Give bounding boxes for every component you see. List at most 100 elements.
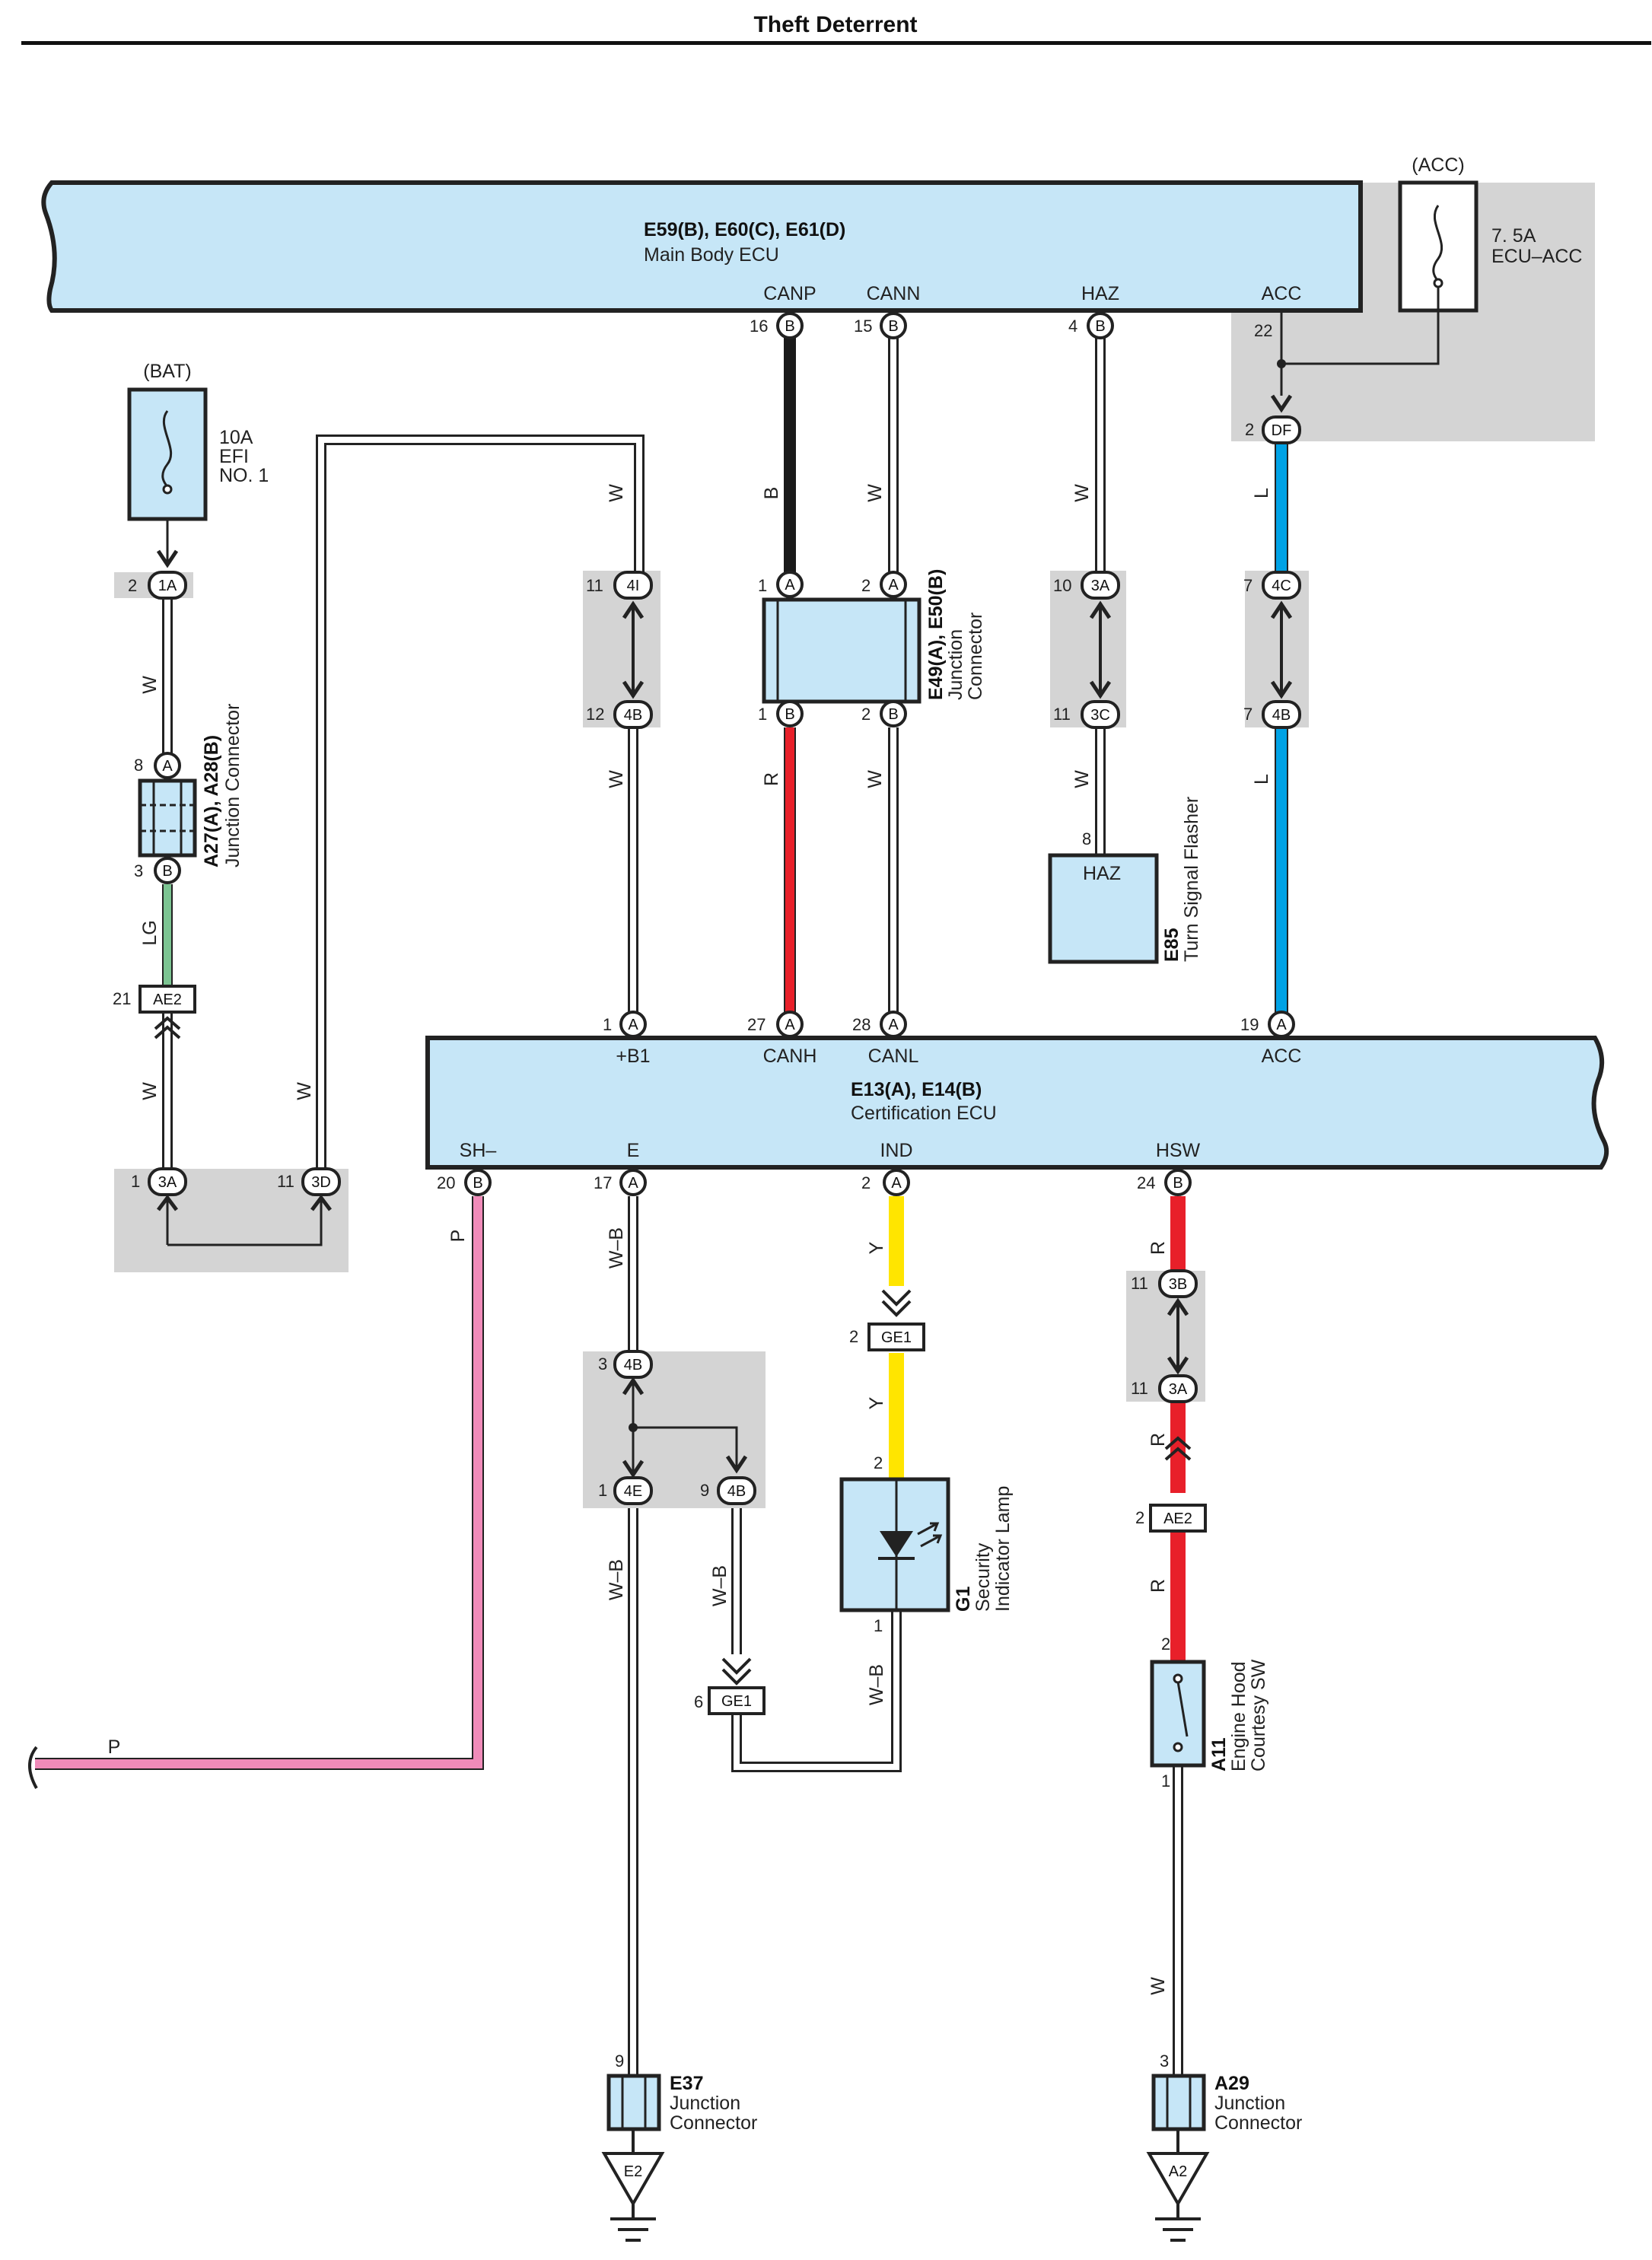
acc-arrow-icon xyxy=(1270,394,1293,413)
svg-text:21: 21 xyxy=(113,989,131,1008)
acc-splice-dot xyxy=(1277,359,1286,368)
pink-wire-break-icon xyxy=(28,1746,38,1789)
terminal-canp-label: CANP xyxy=(763,283,816,304)
wire-label-r-3a: R xyxy=(1147,1433,1169,1447)
wire-label-w-4b: W xyxy=(606,770,627,788)
svg-text:4B: 4B xyxy=(624,707,642,724)
ground-e2-icon xyxy=(601,2152,665,2207)
cert-terminal-canl-label: CANL xyxy=(868,1046,919,1067)
connector-df: 2 DF xyxy=(1245,415,1301,444)
connector-4b-ground-right: 9 4B xyxy=(700,1476,756,1505)
svg-text:AE2: AE2 xyxy=(1163,1510,1192,1527)
main-body-ecu-codes: E59(B), E60(C), E61(D) xyxy=(644,219,845,240)
connector-4i: 11 4I xyxy=(586,571,653,600)
svg-text:B: B xyxy=(1173,1175,1183,1192)
hood-switch-name2: Courtesy SW xyxy=(1248,1659,1269,1771)
svg-text:1: 1 xyxy=(603,1015,612,1034)
junction-a29-name2: Connector xyxy=(1214,2112,1302,2134)
connector-3c: 11 3C xyxy=(1053,700,1120,729)
svg-text:2: 2 xyxy=(874,1453,883,1472)
hood-switch-code: A11 xyxy=(1208,1737,1230,1771)
svg-text:B: B xyxy=(785,318,794,335)
svg-text:HAZ: HAZ xyxy=(1083,863,1121,884)
svg-text:B: B xyxy=(888,318,898,335)
engine-hood-courtesy-switch: 2 1 xyxy=(1150,1635,1206,1790)
svg-text:A: A xyxy=(785,577,795,594)
svg-text:9: 9 xyxy=(700,1481,709,1500)
cert-terminal-hsw-label: HSW xyxy=(1156,1140,1201,1161)
cert-ecu-pin-19: 19 A xyxy=(1240,1011,1295,1038)
svg-text:2: 2 xyxy=(1135,1508,1144,1527)
svg-text:3D: 3D xyxy=(311,1174,331,1191)
svg-text:B: B xyxy=(162,863,172,880)
security-lamp-name1: Security xyxy=(972,1542,994,1612)
wire-label-b-canp: B xyxy=(761,487,782,500)
svg-text:1: 1 xyxy=(131,1172,140,1191)
switch-icon xyxy=(1176,1681,1189,1737)
svg-text:B: B xyxy=(888,706,898,723)
security-lamp-code: G1 xyxy=(953,1587,974,1612)
svg-text:1: 1 xyxy=(758,705,767,724)
wire-label-w-cann: W xyxy=(864,484,886,502)
wire-label-y-lower: Y xyxy=(866,1396,887,1409)
junction-e49-e50: 1 A 2 A 1 B 2 B xyxy=(758,571,921,727)
connector-ae2-right: 2 AE2 xyxy=(1135,1436,1207,1533)
svg-text:4C: 4C xyxy=(1272,578,1291,594)
junction-a29: 3 A2 xyxy=(1146,2052,1210,2242)
wire-4b-split xyxy=(633,1426,738,1470)
svg-text:9: 9 xyxy=(615,2052,624,2071)
terminal-haz-label: HAZ xyxy=(1081,283,1119,304)
wire-label-w-bat: W xyxy=(139,676,161,694)
junction-a29-code: A29 xyxy=(1214,2073,1249,2094)
svg-text:B: B xyxy=(473,1175,482,1192)
connector-1a: 2 1A xyxy=(128,571,187,600)
svg-text:15: 15 xyxy=(854,317,872,336)
svg-text:A2: A2 xyxy=(1169,2163,1187,2180)
bat-fuse-box xyxy=(127,387,208,521)
bat-fuse-name1: EFI xyxy=(219,446,249,467)
wire-label-wb-lamp: W–B xyxy=(866,1664,887,1705)
connector-3b: 11 3B xyxy=(1131,1269,1198,1298)
main-ecu-pin-15: 15 B xyxy=(854,312,907,339)
connector-3a-haz: 10 3A xyxy=(1053,571,1120,600)
wire-label-r-canh: R xyxy=(761,772,782,786)
cert-ecu-pin-24: 24 B xyxy=(1137,1169,1192,1196)
certification-ecu-box xyxy=(425,1036,1609,1170)
double-arrow-3a-3c-icon xyxy=(1089,600,1112,699)
svg-text:4B: 4B xyxy=(727,1483,746,1500)
wire-label-r-ae2: R xyxy=(1147,1579,1169,1593)
wire-label-lg: LG xyxy=(139,920,161,945)
svg-text:2: 2 xyxy=(1161,1635,1170,1654)
svg-text:16: 16 xyxy=(750,317,768,336)
connector-3d: 11 3D xyxy=(277,1167,341,1222)
main-ecu-pin-4: 4 B xyxy=(1068,312,1114,339)
double-arrow-4i-4b-icon xyxy=(622,600,645,699)
wire-label-wb-ge1: W–B xyxy=(709,1565,731,1606)
svg-text:2: 2 xyxy=(861,705,871,724)
turn-flasher-code: E85 xyxy=(1161,928,1183,962)
bat-fuse-rating: 10A xyxy=(219,427,253,448)
wire-label-w-canl: W xyxy=(864,770,886,788)
connector-4e: 1 4E xyxy=(598,1476,653,1505)
svg-text:8: 8 xyxy=(134,756,143,775)
svg-text:10: 10 xyxy=(1053,576,1071,595)
acc-fuse-name: ECU–ACC xyxy=(1491,246,1582,267)
svg-text:2: 2 xyxy=(861,576,871,595)
wire-w-loop xyxy=(316,434,645,1169)
connector-3a-hsw: 11 3A xyxy=(1131,1374,1198,1403)
svg-text:2: 2 xyxy=(849,1327,858,1346)
hood-switch-name1: Engine Hood xyxy=(1228,1661,1249,1771)
svg-text:1: 1 xyxy=(874,1616,883,1635)
cert-ecu-name: Certification ECU xyxy=(851,1103,997,1124)
svg-text:11: 11 xyxy=(1131,1274,1148,1293)
cert-terminal-sh-label: SH– xyxy=(460,1140,497,1161)
svg-text:3B: 3B xyxy=(1169,1276,1187,1293)
connector-ge1-ind: 2 GE1 xyxy=(849,1289,925,1351)
wire-label-w-left: W xyxy=(139,1082,161,1100)
wire-label-p-horizontal: P xyxy=(108,1736,121,1758)
svg-text:A: A xyxy=(785,1017,795,1033)
svg-text:17: 17 xyxy=(594,1173,612,1192)
security-indicator-lamp: 2 1 xyxy=(839,1453,950,1635)
bat-fuse-terminal xyxy=(162,484,173,495)
wire-label-r-hsw: R xyxy=(1147,1241,1169,1255)
